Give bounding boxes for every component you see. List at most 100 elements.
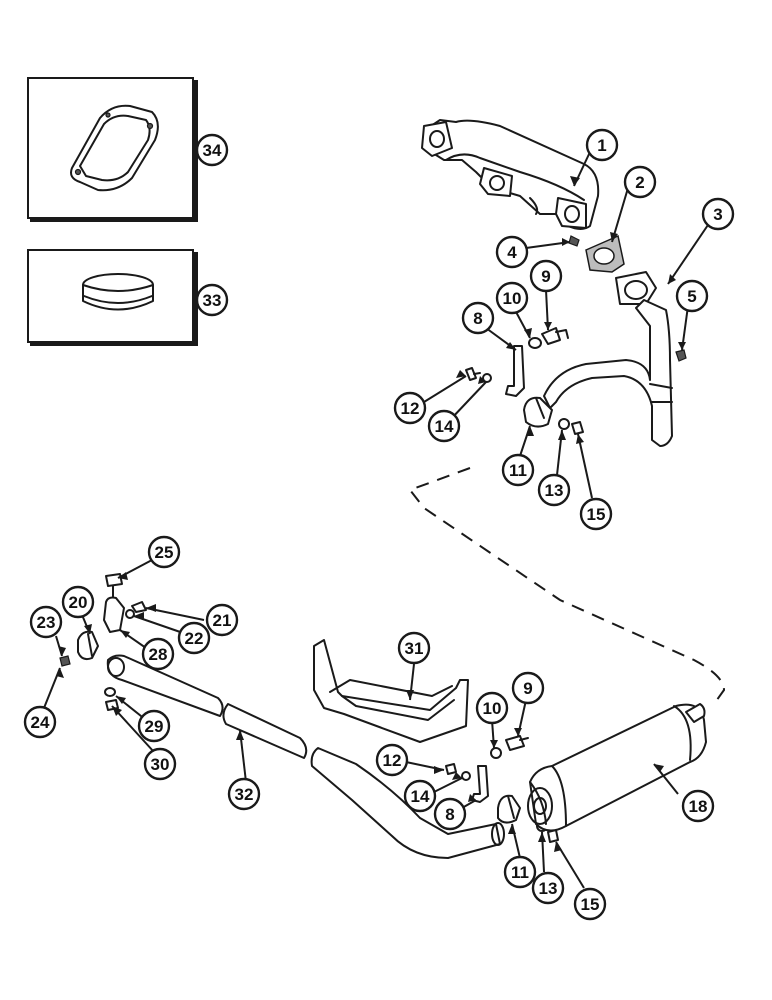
callout-c20: 20 xyxy=(61,585,95,619)
callout-c1: 1 xyxy=(585,128,619,162)
callout-c14a: 14 xyxy=(427,409,461,443)
hanger-clamp xyxy=(77,630,99,661)
nut xyxy=(571,421,584,435)
callout-c15a: 15 xyxy=(579,497,613,531)
callout-label: 5 xyxy=(687,287,696,306)
callout-c12a: 12 xyxy=(393,391,427,425)
nut xyxy=(547,829,559,843)
callout-label: 12 xyxy=(401,399,420,418)
callout-label: 2 xyxy=(635,173,644,192)
callout-label: 15 xyxy=(581,895,600,914)
callout-label: 15 xyxy=(587,505,606,524)
callout-label: 32 xyxy=(235,785,254,804)
washer xyxy=(104,687,116,697)
lock-washer xyxy=(558,418,570,430)
callout-label: 14 xyxy=(411,787,430,806)
connection-dashed-line xyxy=(408,467,726,705)
callout-c30: 30 xyxy=(143,747,177,781)
callout-c8b: 8 xyxy=(433,797,467,831)
bolt xyxy=(445,763,457,775)
callout-label: 13 xyxy=(539,879,558,898)
callout-label: 24 xyxy=(31,713,50,732)
callout-label: 8 xyxy=(445,805,454,824)
callout-label: 34 xyxy=(203,141,222,160)
hanger-bracket xyxy=(103,596,125,633)
leader-arrowheads xyxy=(56,176,686,852)
callout-c23: 23 xyxy=(29,605,63,639)
callout-c33: 33 xyxy=(195,283,229,317)
nut xyxy=(59,655,71,667)
washer xyxy=(528,337,542,349)
callout-label: 25 xyxy=(155,543,174,562)
callout-label: 3 xyxy=(713,205,722,224)
exhaust-manifold xyxy=(421,119,600,230)
pipe-clamp xyxy=(523,396,553,428)
callout-c34: 34 xyxy=(195,133,229,167)
callout-c9b: 9 xyxy=(511,671,545,705)
callout-c32: 32 xyxy=(227,777,261,811)
bolt xyxy=(541,327,569,345)
tail-pipe xyxy=(106,654,505,859)
callout-c10b: 10 xyxy=(475,691,509,725)
flange-gasket xyxy=(585,234,625,273)
callout-label: 22 xyxy=(185,629,204,648)
bracket xyxy=(471,765,489,803)
washer xyxy=(490,747,502,759)
callout-c29: 29 xyxy=(137,709,171,743)
callout-c31: 31 xyxy=(397,631,431,665)
callout-label: 28 xyxy=(149,645,168,664)
callout-label: 18 xyxy=(689,797,708,816)
callout-label: 4 xyxy=(507,243,517,262)
callout-c11a: 11 xyxy=(501,453,535,487)
callout-label: 29 xyxy=(145,717,164,736)
callout-c13b: 13 xyxy=(531,871,565,905)
callout-label: 10 xyxy=(503,289,522,308)
callout-label: 9 xyxy=(541,267,550,286)
callout-c10a: 10 xyxy=(495,281,529,315)
muffler xyxy=(527,703,707,832)
callout-c28: 25 xyxy=(147,535,181,569)
callout-c2: 2 xyxy=(623,165,657,199)
callout-label: 11 xyxy=(511,863,529,882)
front-exhaust-pipe xyxy=(543,271,673,447)
callout-label: 20 xyxy=(69,593,88,612)
callout-label: 13 xyxy=(545,481,564,500)
bolt xyxy=(505,735,529,751)
callout-c15b: 15 xyxy=(573,887,607,921)
callout-label: 11 xyxy=(509,461,527,480)
inset-box-gasket xyxy=(27,77,198,222)
callout-label: 14 xyxy=(435,417,454,436)
callout-label: 31 xyxy=(405,639,424,658)
inset-box-cap xyxy=(27,249,198,346)
callout-c3: 3 xyxy=(701,197,735,231)
nut xyxy=(125,609,135,619)
callout-c4: 4 xyxy=(495,235,529,269)
stud xyxy=(568,235,580,247)
callout-c14b: 14 xyxy=(403,779,437,813)
callout-c18: 18 xyxy=(681,789,715,823)
callout-c25: 28 xyxy=(141,637,175,671)
callout-label: 8 xyxy=(473,309,482,328)
callout-c9a: 9 xyxy=(529,259,563,293)
callout-c13a: 13 xyxy=(537,473,571,507)
callout-c11b: 11 xyxy=(503,855,537,889)
bracket xyxy=(505,345,525,397)
callout-c22: 22 xyxy=(177,621,211,655)
heat-shield xyxy=(313,639,469,743)
callout-label: 33 xyxy=(203,291,222,310)
callout-c5: 5 xyxy=(675,279,709,313)
bolt xyxy=(131,601,147,613)
callout-c24: 24 xyxy=(23,705,57,739)
bolt-and-washer xyxy=(465,367,492,383)
callout-c21: 21 xyxy=(205,603,239,637)
callout-c12b: 12 xyxy=(375,743,409,777)
callout-c8a: 8 xyxy=(461,301,495,335)
callout-label: 23 xyxy=(37,613,56,632)
pipe-clamp xyxy=(497,794,521,824)
callout-label: 30 xyxy=(151,755,170,774)
callout-label: 12 xyxy=(383,751,402,770)
callout-label: 9 xyxy=(523,679,532,698)
washer xyxy=(461,771,471,781)
